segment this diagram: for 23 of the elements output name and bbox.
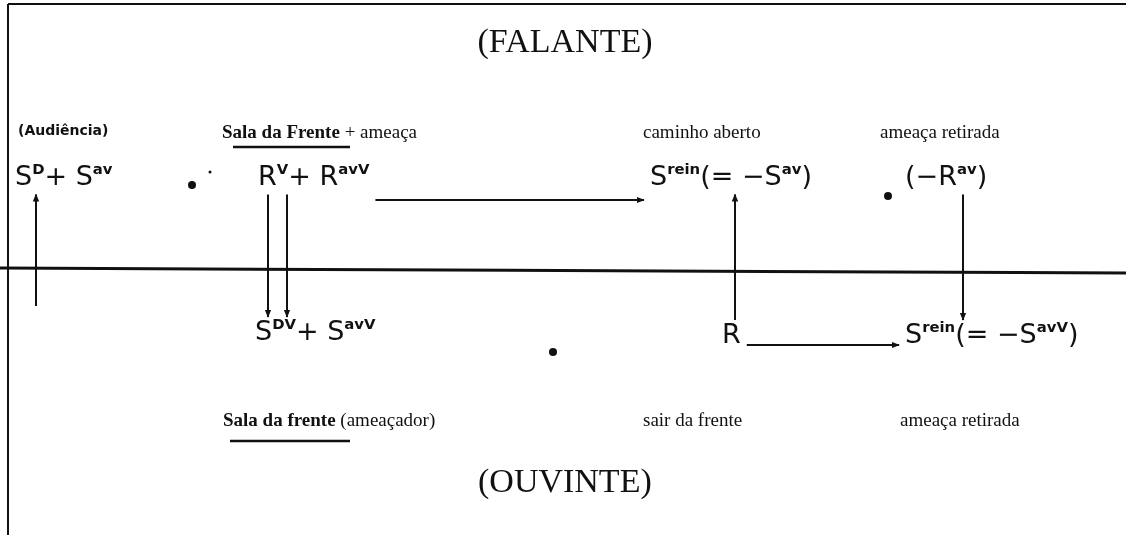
label-text: (Audiência)	[18, 122, 109, 138]
title-text: (FALANTE)	[477, 22, 653, 60]
arrow	[32, 193, 40, 307]
arrow	[264, 193, 272, 318]
label-text: caminho aberto	[643, 121, 761, 143]
formula-text: S$^{rein}$(= −S$^{avV}$)	[905, 318, 1079, 351]
title-text: (OUVINTE)	[478, 462, 652, 500]
formula-text: S$^{rein}$(= −S$^{av}$)	[650, 160, 812, 193]
formula-text: S$^{DV}$+ S$^{avV}$	[255, 315, 376, 348]
arrow	[959, 193, 967, 321]
arrow	[731, 193, 739, 321]
arrow	[374, 196, 645, 204]
formula-text: R	[722, 318, 741, 351]
formula-text: R$^{V}$+ R$^{avV}$	[258, 160, 370, 193]
label-text: ameaça retirada	[880, 121, 1000, 143]
formula-text: S$^{D}$+ S$^{av}$	[15, 160, 113, 193]
arrow	[283, 193, 291, 318]
label-text: ameaça retirada	[900, 409, 1020, 431]
label-text: sair da frente	[643, 409, 743, 431]
label-text: Sala da frente (ameaçador)	[223, 409, 436, 431]
label-text: Sala da Frente + ameaça	[222, 121, 418, 143]
arrow	[745, 341, 900, 349]
formula-text: (−R$^{av}$)	[905, 160, 988, 193]
